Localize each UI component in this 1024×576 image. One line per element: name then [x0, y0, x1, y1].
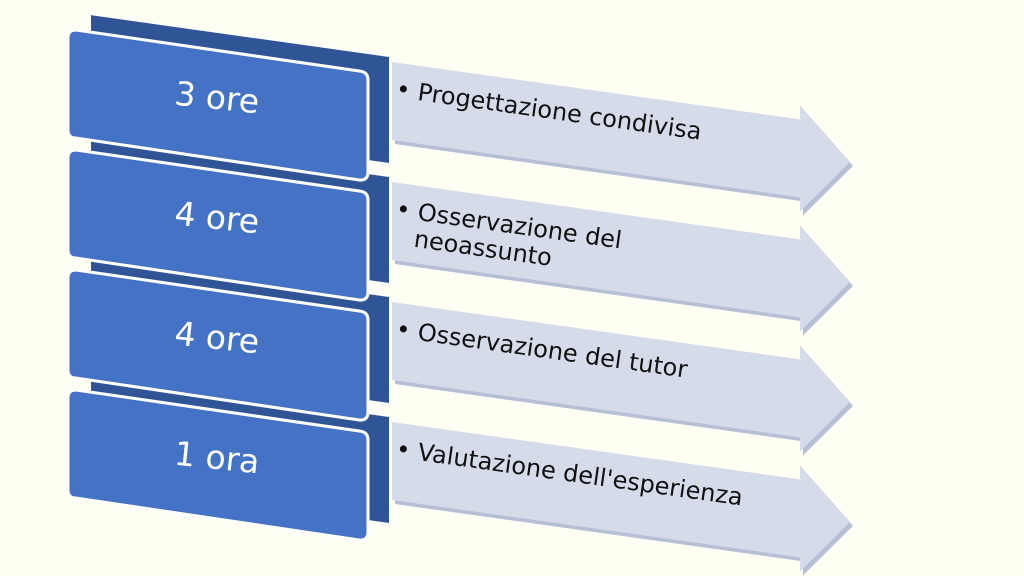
step-3-arrow	[392, 302, 850, 452]
step-4-box-face	[66, 388, 370, 542]
step-2-arrow	[392, 182, 850, 332]
step-1-box-face	[66, 28, 370, 182]
step-3-box-face	[66, 268, 370, 422]
step-4-arrow	[392, 422, 850, 572]
step-2-box-face	[66, 148, 370, 302]
step-1-arrow	[392, 62, 850, 212]
step-1-box	[66, 12, 391, 182]
